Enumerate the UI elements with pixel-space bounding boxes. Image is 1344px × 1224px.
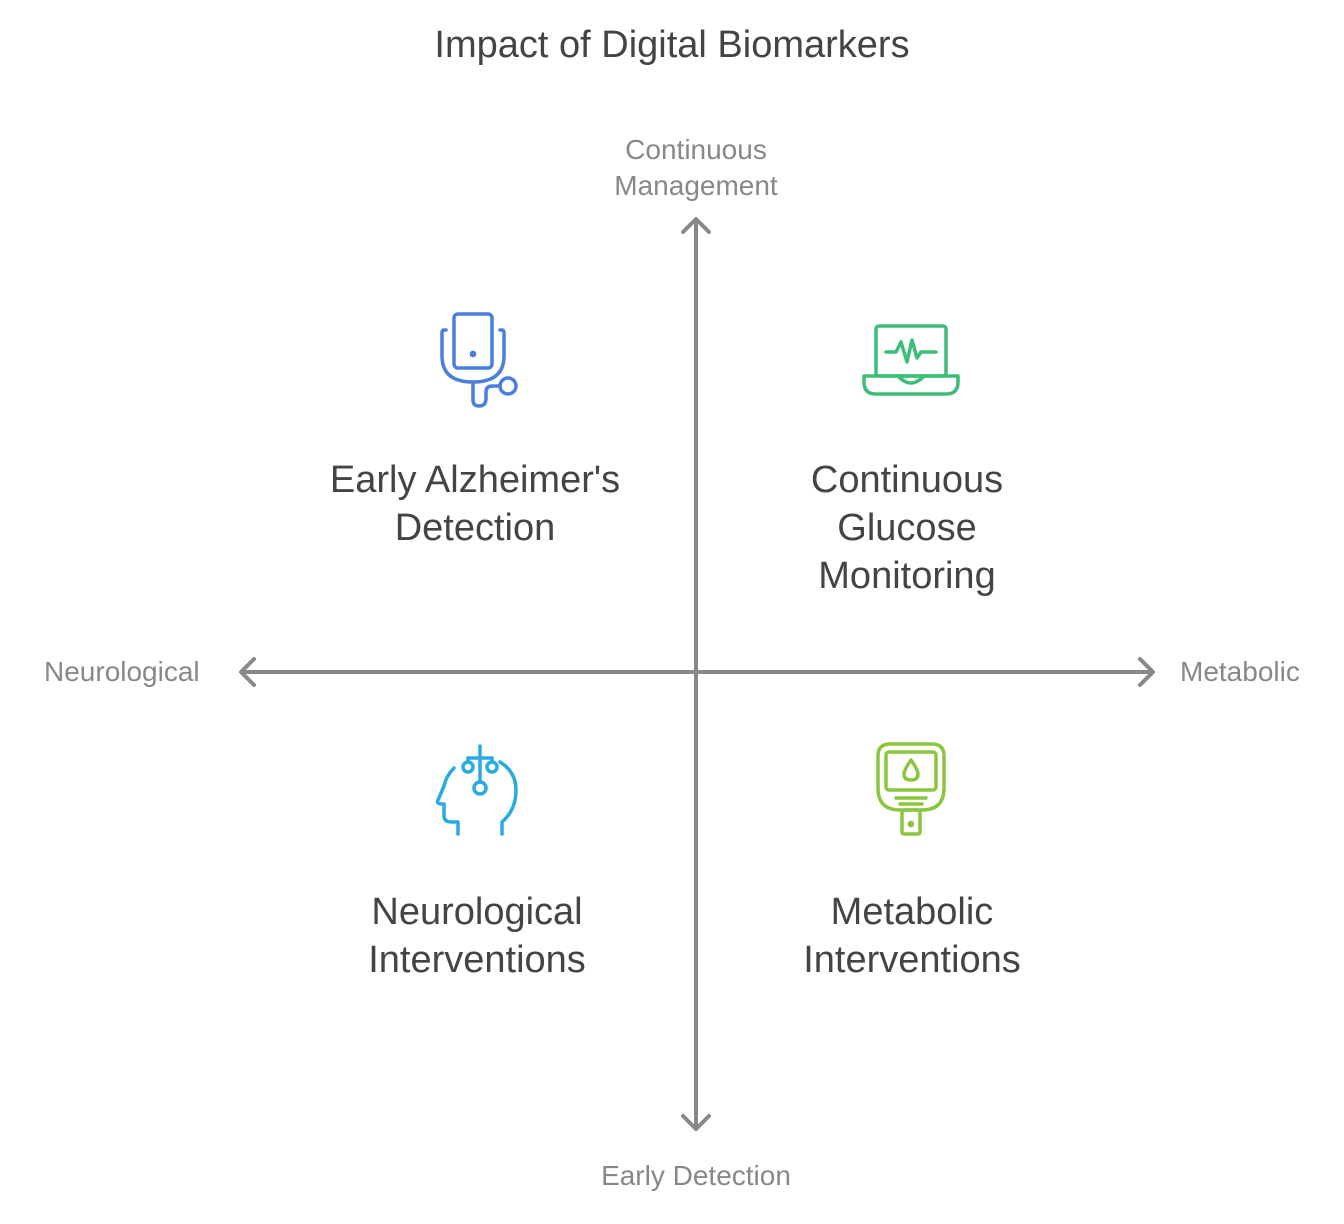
arrow-right [1138, 657, 1155, 687]
glucose-meter-icon [876, 742, 946, 836]
axis-label-bottom: Early Detection [601, 1160, 791, 1191]
quadrant-label-metabolic-interventions: Metabolic Interventions [803, 891, 1021, 981]
arrow-down [681, 1114, 711, 1131]
quadrant-label-continuous-glucose: Continuous Glucose Monitoring [810, 459, 1004, 597]
axis-label-left: Neurological [44, 656, 200, 687]
tablet-stethoscope-icon [440, 312, 518, 408]
arrow-left [239, 657, 256, 687]
diagram-title: Impact of Digital Biomarkers [434, 24, 910, 66]
head-circuit-icon [435, 744, 518, 836]
arrow-up [681, 217, 711, 234]
quadrant-label-early-alzheimers: Early Alzheimer's Detection [329, 459, 621, 549]
axis-label-right: Metabolic [1180, 656, 1300, 687]
quadrant-label-neurological-interventions: Neurological Interventions [368, 891, 586, 981]
axis-label-top: Continuous Management [614, 134, 778, 201]
laptop-heartbeat-icon [862, 324, 960, 396]
